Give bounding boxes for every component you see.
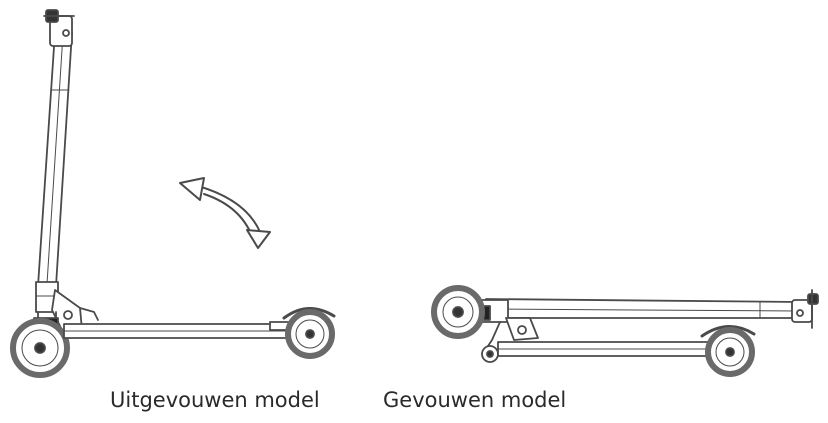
folded-fold-joint xyxy=(477,299,539,353)
curved-double-arrow-icon xyxy=(179,177,271,249)
folded-stem xyxy=(485,289,819,329)
caption-unfolded-model: Uitgevouwen model xyxy=(110,388,320,412)
folded-front-wheel xyxy=(431,285,485,339)
folded-scooter xyxy=(431,285,819,377)
folded-rear-wheel xyxy=(700,325,756,377)
unfolded-front-wheel xyxy=(10,318,70,378)
caption-folded-model: Gevouwen model xyxy=(383,388,567,412)
unfolded-rear-wheel xyxy=(282,307,336,359)
unfolded-deck xyxy=(63,321,291,339)
folded-small-wheel xyxy=(481,345,499,363)
unfolded-stem xyxy=(37,9,75,287)
folded-deck xyxy=(497,341,727,357)
unfolded-scooter xyxy=(10,9,336,378)
scooter-diagram xyxy=(10,9,819,378)
